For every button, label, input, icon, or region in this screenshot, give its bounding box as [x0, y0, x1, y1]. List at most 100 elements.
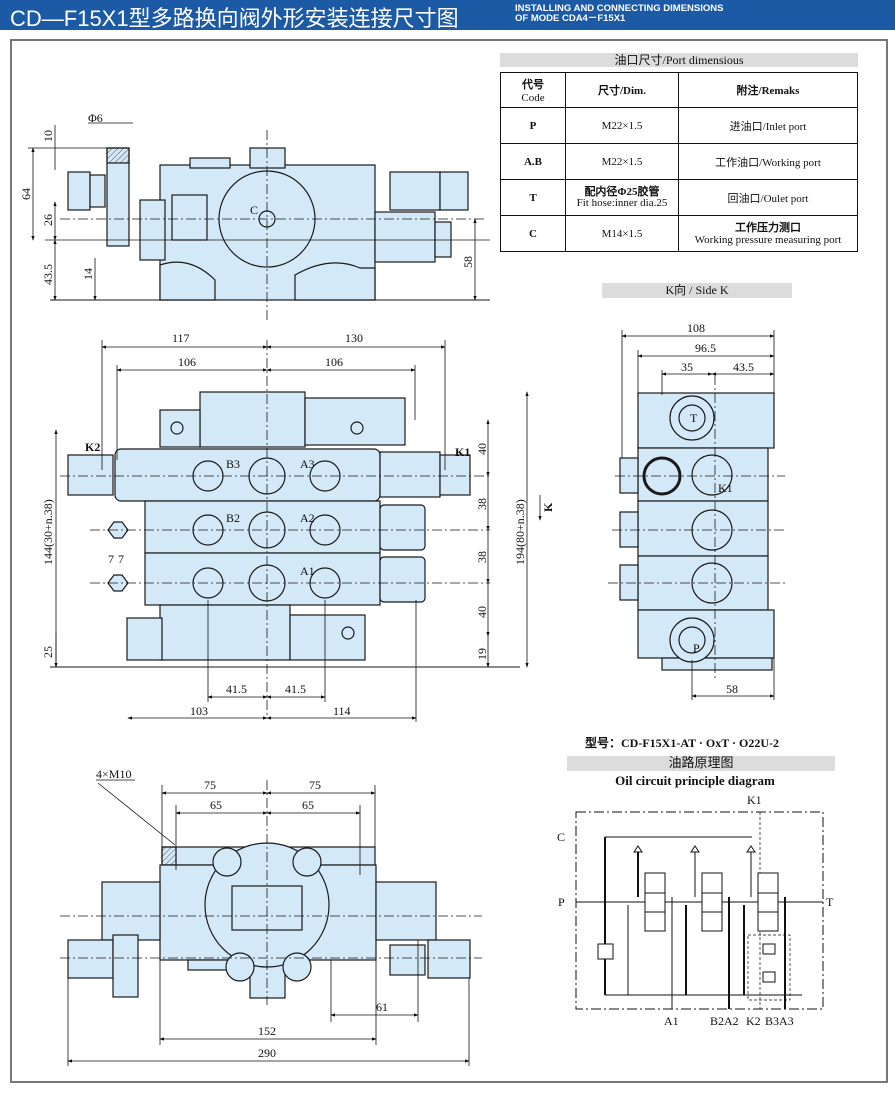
side-port-3 — [691, 454, 733, 496]
dim-106-right: 106 — [325, 355, 343, 369]
bottom-view-dims — [67, 779, 470, 1066]
circuit-c: C — [557, 830, 565, 844]
side-base — [661, 657, 773, 671]
dim-75-right: 75 — [309, 778, 321, 792]
bolt-top-right — [292, 847, 322, 877]
top-cover — [199, 391, 306, 448]
right-cap-3 — [379, 451, 441, 498]
right-fitting-nut — [439, 171, 469, 211]
dim-108: 108 — [687, 321, 705, 335]
side-knob-3 — [619, 457, 639, 494]
base-left-lobe — [159, 261, 216, 301]
label-k1-side: K1 — [718, 481, 733, 495]
right-cap-2 — [379, 504, 426, 551]
bottom-view — [60, 780, 482, 1005]
bottom-right-cap — [375, 881, 437, 941]
port-code: P — [500, 107, 566, 144]
drawing-frame — [10, 39, 888, 1083]
right-fitting — [389, 171, 441, 211]
page-subtitle: INSTALLING AND CONNECTING DIMENSIONS OF … — [515, 4, 723, 24]
left-side-block — [139, 199, 166, 261]
mount-hole-left — [170, 421, 184, 435]
base-right-lobe — [294, 262, 376, 301]
label-k2: K2 — [85, 440, 100, 454]
circuit-a1: A1 — [664, 1014, 679, 1028]
bolt-bottom-left — [225, 952, 255, 982]
lever-hatch — [106, 147, 130, 164]
dim-64: 64 — [19, 188, 33, 200]
top-cap — [189, 157, 231, 169]
circuit-t: T — [826, 895, 834, 909]
dim-58: 58 — [461, 256, 475, 268]
dim-103: 103 — [190, 704, 208, 718]
label-k1: K1 — [455, 445, 470, 459]
flange-hatch — [161, 846, 177, 866]
side-view-labels: 108 96.5 35 43.5 58 T K1 P — [681, 321, 754, 696]
front-view-dims — [54, 340, 542, 722]
side-port-p-inner — [678, 626, 706, 654]
side-view — [608, 375, 785, 680]
top-cover-right — [304, 397, 406, 446]
label-b3: B3 — [226, 457, 240, 471]
dim-25: 25 — [41, 646, 55, 658]
bottom-stub — [187, 959, 229, 971]
dim-43-5: 43.5 — [41, 264, 55, 285]
dim-117: 117 — [172, 331, 190, 345]
table-row: A.B M22×1.5 工作油口/Working port — [500, 143, 858, 180]
dim-152: 152 — [258, 1024, 276, 1038]
dim-41-5-left: 41.5 — [226, 682, 247, 696]
port-code: T — [500, 179, 566, 216]
bottom-left-lever — [112, 934, 139, 998]
label-a2: A2 — [300, 511, 315, 525]
dim-58-side: 58 — [726, 682, 738, 696]
dim-96-5: 96.5 — [695, 341, 716, 355]
dim-7b: 7 — [118, 552, 124, 566]
k1-fitting — [439, 454, 471, 496]
valve-section-2 — [701, 872, 723, 932]
circuit-b2a2: B2A2 — [710, 1014, 739, 1028]
dim-40-bot: 40 — [475, 606, 489, 618]
left-spool — [171, 194, 208, 241]
thread-label: 4×M10 — [96, 767, 131, 781]
side-view-dims — [621, 330, 775, 700]
dim-14: 14 — [81, 268, 95, 280]
dim-19: 19 — [475, 648, 489, 660]
oil-circuit-diagram — [575, 811, 824, 1010]
label-k-arrow: K — [541, 502, 555, 512]
dim-144: 144(30+n.38) — [41, 499, 55, 565]
bolt-bottom-right — [282, 952, 312, 982]
side-port-t-inner — [678, 404, 706, 432]
dim-35: 35 — [681, 360, 693, 374]
dim-phi6: Φ6 — [88, 111, 103, 125]
left-fitting-nut — [67, 171, 91, 211]
k2-valve-b — [762, 971, 776, 983]
label-a1: A1 — [300, 564, 315, 578]
valve-section-1 — [644, 872, 666, 932]
side-port-k1-ring — [642, 456, 682, 496]
k2-valve-a — [762, 943, 776, 955]
top-boss — [249, 147, 286, 169]
bottom-right-nut — [427, 939, 471, 979]
valve-section-3 — [757, 872, 779, 932]
circuit-title-cn: 油路原理图 — [567, 756, 835, 771]
circuit-labels: K1 C P T A1 B2A2 K2 B3A3 — [557, 793, 834, 1028]
top-view-dims — [28, 122, 477, 301]
dim-130: 130 — [345, 331, 363, 345]
side-knob-2 — [619, 511, 639, 548]
subtitle-line-1: INSTALLING AND CONNECTING DIMENSIONS — [515, 3, 724, 14]
dim-75-left: 75 — [204, 778, 216, 792]
dim-61: 61 — [376, 1000, 388, 1014]
dim-41-5-right: 41.5 — [285, 682, 306, 696]
circuit-k2: K2 — [746, 1014, 761, 1028]
k2-fitting — [67, 454, 114, 496]
dim-65-right: 65 — [302, 798, 314, 812]
port-dim: M14×1.5 — [565, 215, 679, 252]
port-remark: 进油口/Inlet port — [678, 107, 858, 144]
dim-26: 26 — [41, 214, 55, 226]
